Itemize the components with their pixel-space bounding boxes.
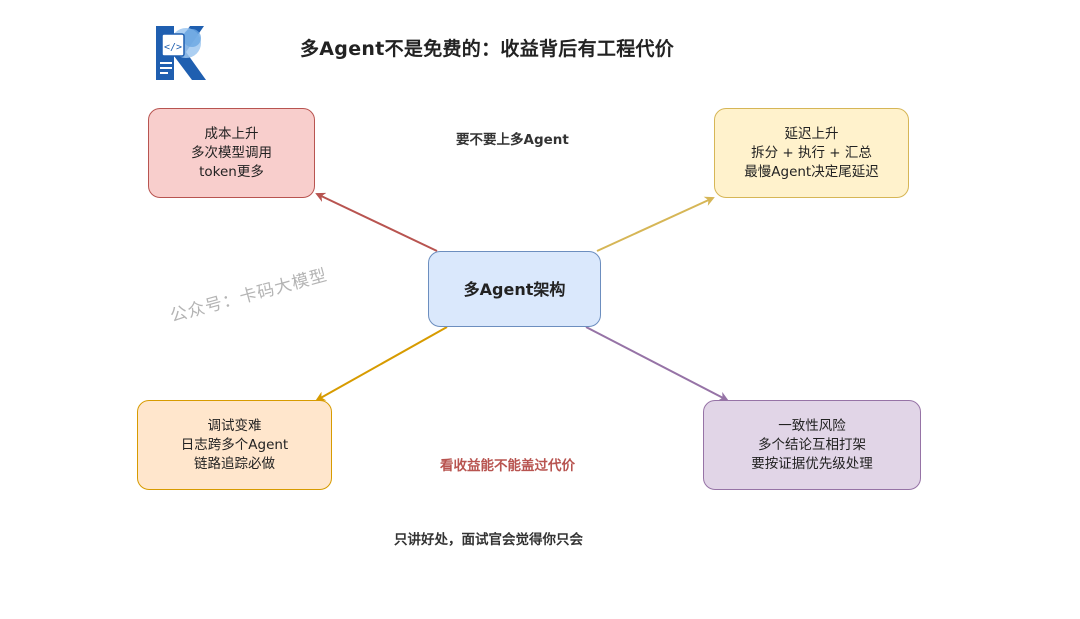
debug-box-line: 日志跨多个Agent: [180, 436, 289, 453]
footer-fade-overlay: [584, 522, 630, 552]
cost-box-line: token更多: [199, 163, 264, 180]
debug-box-line: 链路追踪必做: [194, 455, 275, 472]
consistency-box: 一致性风险 多个结论互相打架 要按证据优先级处理: [703, 400, 921, 490]
consistency-box-line: 要按证据优先级处理: [751, 455, 873, 472]
arrow-to-cost: [315, 192, 438, 252]
center-box: 多Agent架构: [428, 251, 601, 327]
arrow-to-consistency: [585, 326, 729, 401]
arrow-to-debug: [315, 326, 448, 401]
debug-box: 调试变难 日志跨多个Agent 链路追踪必做: [137, 400, 332, 490]
latency-box-line: 最慢Agent决定尾延迟: [744, 163, 879, 180]
latency-box: 延迟上升 拆分 + 执行 + 汇总 最慢Agent决定尾延迟: [714, 108, 909, 198]
latency-box-line: 延迟上升: [784, 125, 839, 142]
cost-box: 成本上升 多次模型调用 token更多: [148, 108, 315, 198]
cost-box-line: 多次模型调用: [191, 144, 272, 161]
svg-text:</>: </>: [164, 42, 182, 53]
center-box-label: 多Agent架构: [463, 279, 566, 299]
k-brain-logo-icon: </>: [156, 26, 206, 80]
consistency-box-line: 一致性风险: [778, 417, 846, 434]
debug-box-line: 调试变难: [207, 417, 262, 434]
latency-box-line: 拆分 + 执行 + 汇总: [751, 144, 872, 161]
footer-label: 只讲好处，面试官会觉得你只会: [394, 532, 583, 548]
benefit-label: 看收益能不能盖过代价: [440, 458, 575, 474]
page-title: 多Agent不是免费的：收益背后有工程代价: [300, 38, 675, 60]
consistency-box-line: 多个结论互相打架: [758, 436, 866, 453]
question-label: 要不要上多Agent: [456, 132, 569, 148]
arrow-to-latency: [596, 196, 715, 252]
cost-box-line: 成本上升: [204, 125, 259, 142]
